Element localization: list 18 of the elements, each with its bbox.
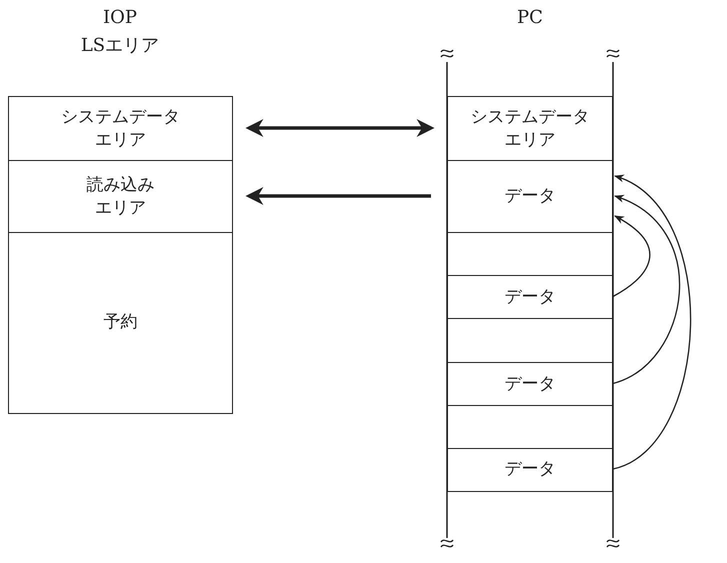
column-heading: PC xyxy=(516,6,544,30)
memory-area-box: データ xyxy=(447,448,613,492)
memory-area-box: データ xyxy=(447,160,613,234)
memory-area-box: システムデータエリア xyxy=(8,96,233,162)
empty-area-box xyxy=(447,405,613,450)
column-heading: IOP LSエリア xyxy=(80,6,160,58)
arrow xyxy=(612,175,692,470)
arrow xyxy=(245,119,435,137)
memory-area-box: 読み込みエリア xyxy=(8,160,233,234)
memory-area-box: システムデータエリア xyxy=(447,96,613,162)
empty-area-box xyxy=(447,232,613,276)
arrow xyxy=(245,187,431,205)
arrow xyxy=(612,215,650,298)
memory-area-box: データ xyxy=(447,362,613,406)
memory-area-box: データ xyxy=(447,275,613,320)
memory-area-box: 予約 xyxy=(8,232,233,414)
arrow xyxy=(612,195,680,384)
empty-area-box xyxy=(447,318,613,364)
